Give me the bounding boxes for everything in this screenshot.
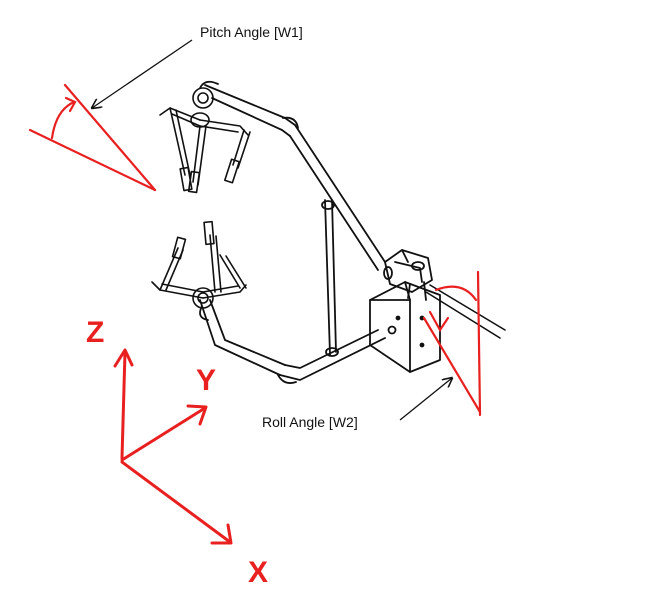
z-axis-arrow xyxy=(113,348,134,460)
y-axis-label: Y xyxy=(196,364,217,397)
coordinate-axes xyxy=(113,348,233,545)
sonic-anemometer-drawing xyxy=(151,80,506,384)
mount-clamp xyxy=(383,249,433,301)
pitch-leader-arrow xyxy=(92,39,193,108)
roll-angle-label: Roll Angle [W2] xyxy=(262,414,358,430)
mounting-pole xyxy=(425,284,506,339)
x-axis-arrow xyxy=(120,460,233,545)
electronics-box xyxy=(369,281,441,373)
pitch-arc-arrowhead xyxy=(64,96,77,113)
y-axis-arrow xyxy=(120,404,208,462)
x-axis-label: X xyxy=(248,556,269,589)
roll-reference-line xyxy=(476,270,482,417)
roll-angle-arc xyxy=(434,285,478,302)
pitch-reference-line xyxy=(28,128,157,192)
roll-angle-indicator xyxy=(422,270,482,417)
pitch-angle-indicator xyxy=(28,83,157,192)
lower-transducer-array xyxy=(151,220,247,309)
pitch-angle-arc xyxy=(50,100,76,140)
roll-inclined-line xyxy=(422,316,482,414)
frame-tube xyxy=(199,80,386,384)
pitch-inclined-line xyxy=(63,83,157,192)
upper-transducer-array xyxy=(159,87,251,194)
pitch-angle-label: Pitch Angle [W1] xyxy=(200,24,303,40)
roll-arc-arrowhead xyxy=(428,310,450,333)
roll-leader-arrow xyxy=(399,378,452,421)
z-axis-label: Z xyxy=(86,316,105,349)
